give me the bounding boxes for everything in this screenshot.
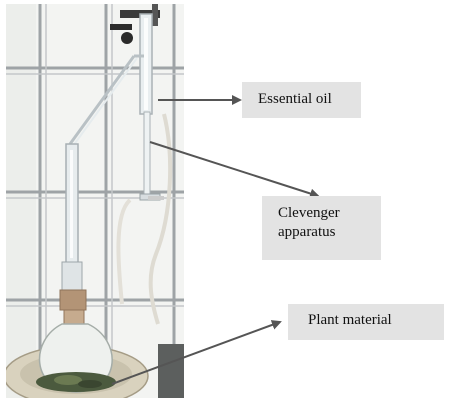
clevenger-text-line2: apparatus <box>278 224 336 240</box>
essential-oil-label: Essential oil <box>242 82 361 118</box>
clevenger-apparatus-label: Clevenger apparatus <box>262 196 381 260</box>
plant-material-text: Plant material <box>308 312 392 328</box>
plant-material-label: Plant material <box>288 304 444 340</box>
essential-oil-text: Essential oil <box>258 91 332 107</box>
apparatus-photo <box>6 4 184 398</box>
clevenger-text-line1: Clevenger <box>278 205 340 221</box>
apparatus-photo-drawing <box>6 4 184 398</box>
